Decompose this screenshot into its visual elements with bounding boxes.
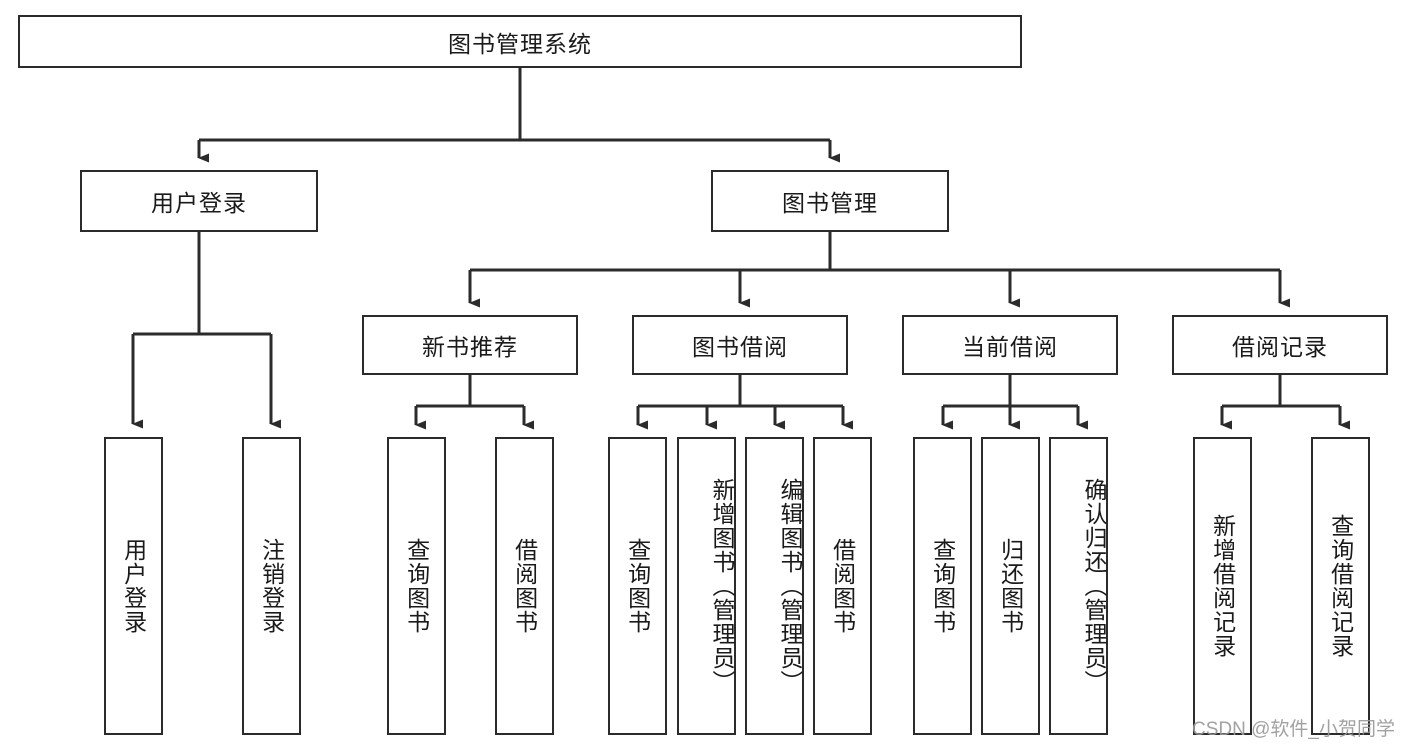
leaf-new-book-borrow[interactable]: 借阅图书 bbox=[495, 437, 554, 735]
leaf-new-book-query[interactable]: 查询图书 bbox=[387, 437, 446, 735]
leaf-borrow-query-book[interactable]: 查询图书 bbox=[608, 437, 667, 735]
node-book-borrow[interactable]: 图书借阅 bbox=[632, 315, 848, 375]
leaf-current-query-book[interactable]: 查询图书 bbox=[913, 437, 972, 735]
leaf-borrow-add-book-admin[interactable]: 新增图书（管理员） bbox=[677, 437, 736, 735]
leaf-borrow-borrow-book[interactable]: 借阅图书 bbox=[813, 437, 872, 735]
leaf-current-return-book[interactable]: 归还图书 bbox=[981, 437, 1040, 735]
leaf-user-login-signout[interactable]: 注销登录 bbox=[242, 437, 301, 735]
leaf-borrow-edit-book-admin[interactable]: 编辑图书（管理员） bbox=[745, 437, 804, 735]
csdn-watermark: CSDN @软件_小贺同学 bbox=[1192, 719, 1395, 740]
node-new-book-recommend[interactable]: 新书推荐 bbox=[362, 315, 578, 375]
leaf-record-query-record[interactable]: 查询借阅记录 bbox=[1311, 437, 1370, 735]
node-book-management[interactable]: 图书管理 bbox=[711, 170, 949, 232]
node-user-login[interactable]: 用户登录 bbox=[80, 170, 318, 232]
node-root[interactable]: 图书管理系统 bbox=[18, 15, 1022, 68]
leaf-current-confirm-return-admin[interactable]: 确认归还（管理员） bbox=[1049, 437, 1108, 735]
leaf-user-login-signin[interactable]: 用户登录 bbox=[104, 437, 163, 735]
node-borrow-record[interactable]: 借阅记录 bbox=[1172, 315, 1388, 375]
leaf-record-add-record[interactable]: 新增借阅记录 bbox=[1193, 437, 1252, 735]
node-current-borrow[interactable]: 当前借阅 bbox=[902, 315, 1118, 375]
